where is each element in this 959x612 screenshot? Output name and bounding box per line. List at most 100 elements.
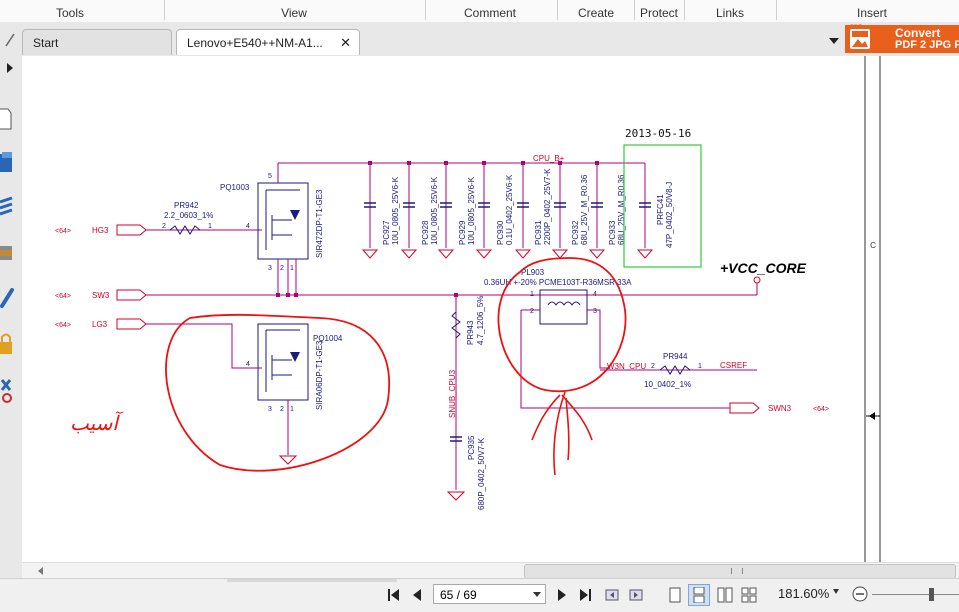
- convert-line2: PDF 2 JPG F: [895, 39, 959, 51]
- svg-text:3: 3: [268, 265, 272, 272]
- net-snub-cpu3: SNUB_CPU3: [448, 369, 457, 418]
- menu-create[interactable]: Create: [577, 6, 615, 20]
- pr944-value: 10_0402_1%: [644, 380, 691, 389]
- lock-icon[interactable]: [0, 332, 14, 356]
- chevron-down-icon[interactable]: [533, 592, 541, 598]
- close-icon[interactable]: ✕: [340, 35, 351, 50]
- menu-divider: [164, 0, 165, 20]
- layers-icon[interactable]: [0, 196, 14, 220]
- svg-text:2: 2: [530, 308, 534, 315]
- pc935-ref: PC935: [467, 435, 476, 460]
- svg-text:2: 2: [280, 265, 284, 272]
- zoom-level[interactable]: 181.60%: [778, 586, 830, 601]
- menu-divider: [684, 0, 685, 20]
- cap-value: 10U_0805_25V6-K: [467, 176, 476, 245]
- menu-view[interactable]: View: [281, 6, 307, 20]
- svg-text:1: 1: [530, 291, 534, 298]
- history-forward-icon[interactable]: [628, 587, 644, 603]
- pq1004-part: SIRA06DP-T1-GE3: [315, 340, 324, 410]
- zoom-out-icon[interactable]: [852, 586, 868, 602]
- highlight-box: [623, 144, 702, 268]
- tab-document-label: Lenovo+E540++NM-A1...: [187, 36, 323, 50]
- pr942-value: 2.2_0603_1%: [164, 211, 213, 220]
- cap-value: 47P_0402_50V8-J: [665, 182, 674, 248]
- menu-divider: [634, 0, 635, 20]
- net-swn3: SWN3: [768, 404, 792, 413]
- cap-value: 10U_0805_25V6-K: [391, 176, 400, 245]
- tab-document[interactable]: Lenovo+E540++NM-A1... ✕: [176, 29, 360, 55]
- status-bar: 65 / 69 181.60%: [0, 578, 959, 612]
- previous-page-icon[interactable]: [411, 588, 423, 602]
- last-page-icon[interactable]: [578, 588, 592, 602]
- left-toolbar: [0, 56, 23, 580]
- first-page-icon[interactable]: [387, 588, 401, 602]
- pr944-ref: PR944: [663, 352, 688, 361]
- net-sw3: SW3: [92, 291, 110, 300]
- annotation-circle: [165, 313, 390, 472]
- cap-value: 10U_0805_25V6-K: [430, 176, 439, 245]
- cap-ref: PRFC41: [656, 194, 665, 225]
- cap-ref: PC930: [496, 220, 505, 245]
- net-w3n-cpu: W3N_CPU: [607, 362, 646, 371]
- cap-value: 0.1U_0402_25V6-K: [505, 174, 514, 245]
- menu-tools[interactable]: Tools: [55, 6, 84, 20]
- cap-ref: PC933: [608, 220, 617, 245]
- schematic-drawing: C CPU_B+ PC927 10U_0805_25V6-K PC928 10U…: [55, 56, 881, 562]
- net-vcc-core: +VCC_CORE: [720, 260, 807, 276]
- continuous-view-button[interactable]: [688, 584, 710, 606]
- svg-text:1: 1: [290, 265, 294, 272]
- zoom-slider-thumb[interactable]: [929, 588, 934, 601]
- tab-start[interactable]: Start: [22, 29, 172, 55]
- svg-text:2: 2: [162, 223, 166, 230]
- menu-insert[interactable]: Insert: [856, 6, 887, 20]
- ref-64: <64>: [813, 406, 829, 413]
- cap-ref: PC928: [421, 220, 430, 245]
- svg-text:2: 2: [280, 406, 284, 413]
- tab-scroll-left-icon[interactable]: [2, 32, 18, 48]
- menu-comment[interactable]: Comment: [463, 6, 516, 20]
- annotation-arrow: [531, 391, 593, 476]
- two-page-continuous-icon[interactable]: [741, 587, 757, 603]
- document-page[interactable]: C CPU_B+ PC927 10U_0805_25V6-K PC928 10U…: [22, 56, 959, 578]
- bookmark-icon[interactable]: [0, 152, 14, 174]
- pl903-value: 0.36UH +-20% PCME103T-R36MSR 33A: [484, 278, 632, 287]
- svg-text:1: 1: [290, 406, 294, 413]
- svg-text:1: 1: [208, 223, 212, 230]
- menu-divider: [425, 0, 426, 20]
- convert-line1: Convert: [895, 26, 941, 40]
- history-back-icon[interactable]: [604, 587, 620, 603]
- pr943-ref: PR943: [466, 320, 475, 345]
- scroll-left-icon[interactable]: [36, 566, 46, 576]
- zoom-dropdown-icon[interactable]: [832, 586, 840, 598]
- two-page-icon[interactable]: [717, 587, 733, 603]
- scrollbar-thumb[interactable]: [524, 564, 956, 579]
- cap-ref: PC931: [534, 220, 543, 245]
- expand-panel-icon[interactable]: [4, 62, 16, 74]
- next-page-icon[interactable]: [556, 588, 568, 602]
- svg-text:3: 3: [593, 308, 597, 315]
- page-indicator: 65 / 69: [440, 588, 477, 602]
- page-number-field[interactable]: 65 / 69: [433, 584, 546, 604]
- ref-64: <64>: [55, 228, 71, 235]
- horizontal-scrollbar[interactable]: [22, 562, 959, 579]
- svg-text:5: 5: [268, 173, 272, 180]
- pc935-value: 680P_0402_50V7-K: [477, 437, 486, 510]
- svg-text:4: 4: [246, 223, 250, 230]
- net-hg3: HG3: [92, 226, 109, 235]
- zoom-slider-track[interactable]: [872, 594, 959, 595]
- page-thumbnail-icon[interactable]: [0, 108, 12, 130]
- convert-pdf-button[interactable]: PDF Convert PDF 2 JPG F: [845, 25, 959, 53]
- menu-protect[interactable]: Protect: [639, 6, 678, 20]
- cap-value: 2200P_0402_25V7-K: [543, 168, 552, 245]
- link-icon[interactable]: [0, 286, 14, 310]
- attachment-icon[interactable]: [0, 242, 14, 266]
- menu-links[interactable]: Links: [715, 6, 744, 20]
- pq1003-part: SIR472DP-T1-GE3: [315, 189, 324, 258]
- chevron-down-icon[interactable]: [828, 37, 840, 45]
- signature-icon[interactable]: [0, 376, 14, 404]
- annotation-circle: [497, 257, 627, 393]
- border-zone-letter: C: [870, 241, 876, 250]
- pq1004-ref: PQ1004: [313, 334, 343, 343]
- single-page-icon[interactable]: [668, 587, 682, 603]
- ref-64: <64>: [55, 293, 71, 300]
